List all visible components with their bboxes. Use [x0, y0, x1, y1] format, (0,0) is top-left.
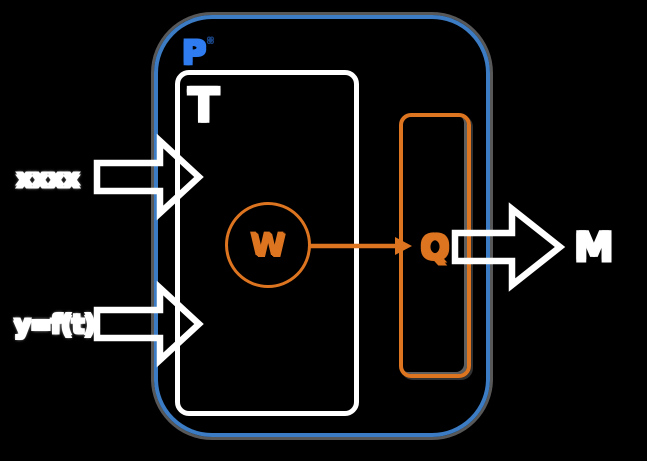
inner-box-label: T: [188, 78, 220, 132]
input-label-top: xxxx: [16, 164, 80, 194]
output-label: M: [574, 225, 614, 271]
input-label-bottom: y=f(t): [14, 310, 95, 340]
outer-box-label: P°: [182, 33, 214, 72]
outer-box-label-text: P: [182, 33, 207, 72]
weight-circle-label: W: [250, 226, 286, 264]
inner-box: [175, 70, 359, 416]
outer-box-label-superscript: °: [207, 37, 214, 52]
weight-circle: W: [225, 202, 311, 288]
q-box-label: Q: [420, 228, 450, 268]
